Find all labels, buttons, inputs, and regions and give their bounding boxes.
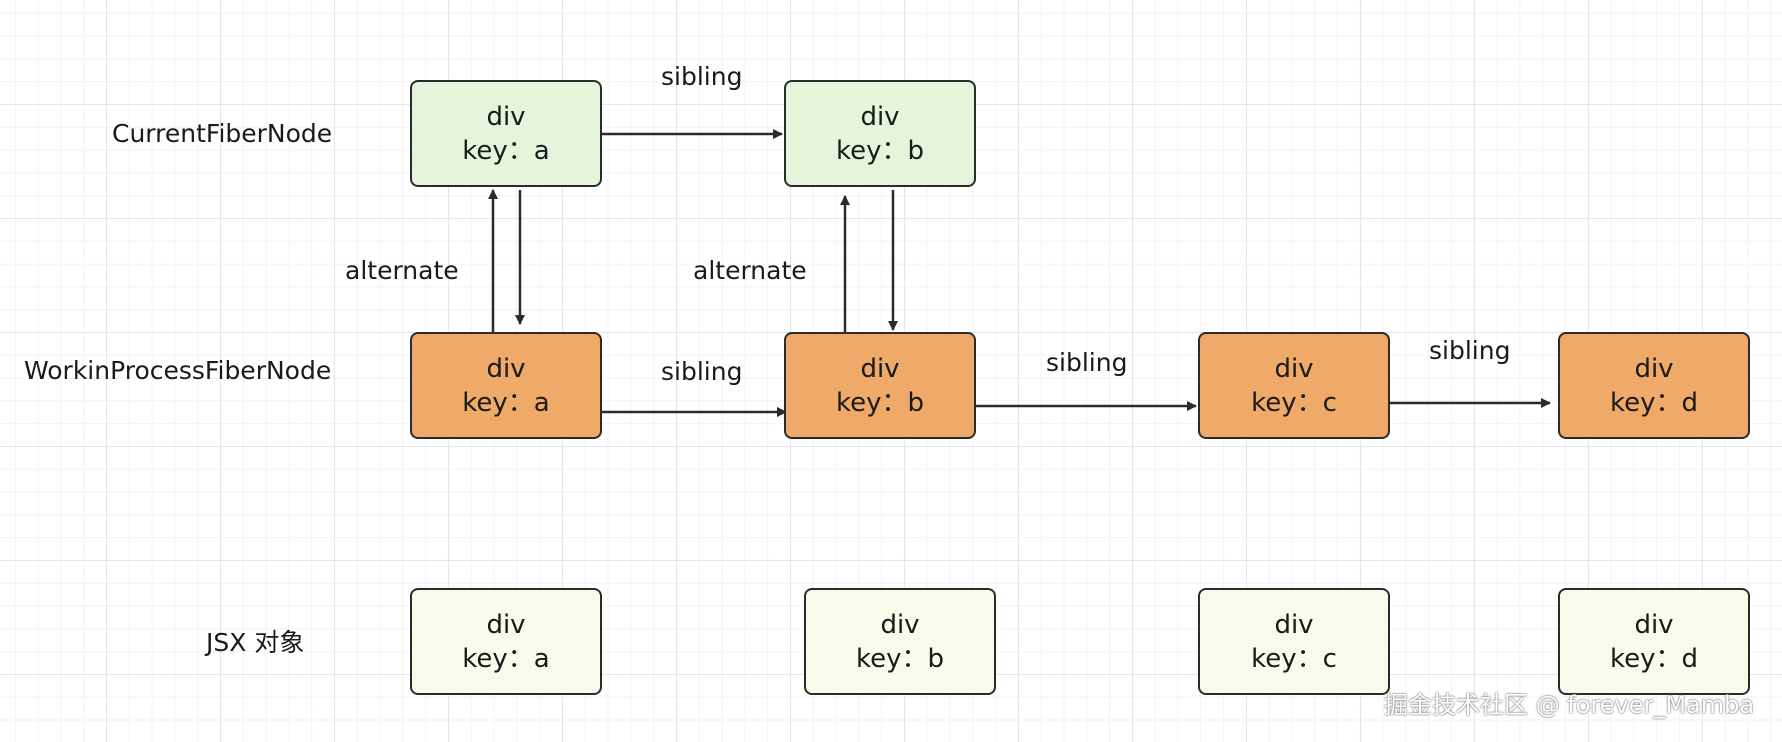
node-key: key：c (1251, 387, 1337, 418)
node-tag: div (486, 609, 526, 640)
watermark: 掘金技术社区 @ forever_Mamba (1384, 691, 1755, 719)
node-wip-b: div key：b (784, 332, 976, 439)
node-tag: div (880, 609, 920, 640)
label-sibling-current-ab: sibling (661, 62, 743, 91)
node-jsx-b: div key：b (804, 588, 996, 695)
node-tag: div (1274, 353, 1314, 384)
node-key: key：b (835, 387, 925, 418)
node-wip-a: div key：a (410, 332, 602, 439)
node-wip-d: div key：d (1558, 332, 1750, 439)
node-jsx-a: div key：a (410, 588, 602, 695)
row-label-wip: WorkinProcessFiberNode (24, 356, 332, 385)
node-jsx-d: div key：d (1558, 588, 1750, 695)
node-current-b: div key：b (784, 80, 976, 187)
label-sibling-wip-ab: sibling (661, 357, 743, 386)
node-key: key：a (462, 643, 550, 674)
node-tag: div (860, 101, 900, 132)
node-tag: div (860, 353, 900, 384)
node-key: key：d (1609, 643, 1699, 674)
node-key: key：b (835, 135, 925, 166)
node-tag: div (1274, 609, 1314, 640)
node-tag: div (486, 101, 526, 132)
row-label-jsx: JSX 对象 (206, 628, 305, 657)
label-alternate-a: alternate (345, 256, 459, 285)
node-key: key：d (1609, 387, 1699, 418)
node-key: key：a (462, 387, 550, 418)
node-tag: div (1634, 353, 1674, 384)
label-sibling-wip-bc: sibling (1046, 348, 1128, 377)
node-key: key：c (1251, 643, 1337, 674)
node-tag: div (486, 353, 526, 384)
label-sibling-wip-cd: sibling (1429, 336, 1511, 365)
node-key: key：b (855, 643, 945, 674)
label-alternate-b: alternate (693, 256, 807, 285)
node-current-a: div key：a (410, 80, 602, 187)
row-label-current: CurrentFiberNode (112, 119, 333, 148)
node-tag: div (1634, 609, 1674, 640)
node-key: key：a (462, 135, 550, 166)
node-jsx-c: div key：c (1198, 588, 1390, 695)
node-wip-c: div key：c (1198, 332, 1390, 439)
